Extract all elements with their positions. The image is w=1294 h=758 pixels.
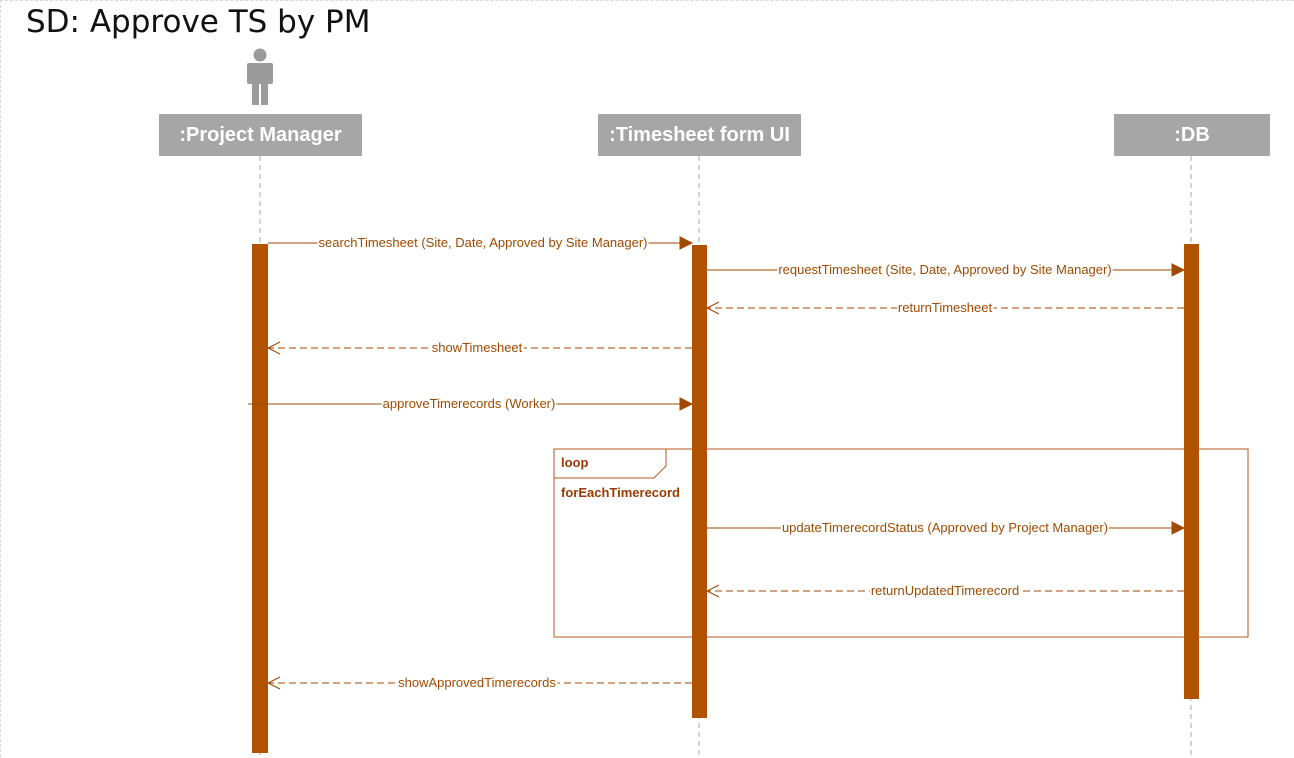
- lifeline-head-project-manager: :Project Manager: [159, 114, 362, 156]
- activation-bar-ui: [692, 245, 707, 718]
- filled-arrowhead: [1171, 521, 1186, 535]
- message-3: returnTimesheet: [705, 300, 1184, 315]
- message-label: returnUpdatedTimerecord: [871, 583, 1019, 598]
- person-icon: [247, 48, 273, 105]
- message-label-bg: [869, 583, 1021, 598]
- message-label-bg: [430, 340, 524, 355]
- loop-guard-label: forEachTimerecord: [561, 485, 680, 500]
- filled-arrowhead: [1171, 263, 1186, 277]
- activation-bar-db: [1184, 244, 1199, 699]
- diagram-title: SD: Approve TS by PM: [26, 4, 371, 40]
- message-label: approveTimerecords (Worker): [383, 396, 556, 411]
- messages-group: searchTimesheet (Site, Date, Approved by…: [248, 235, 1186, 690]
- lifeline-head-timesheet-form-ui: :Timesheet form UI: [598, 114, 801, 156]
- open-arrowhead: [705, 584, 720, 598]
- message-label: searchTimesheet (Site, Date, Approved by…: [318, 235, 647, 250]
- message-1: searchTimesheet (Site, Date, Approved by…: [268, 235, 694, 250]
- message-2: requestTimesheet (Site, Date, Approved b…: [707, 262, 1186, 277]
- open-arrowhead: [266, 341, 281, 355]
- filled-arrowhead: [679, 397, 694, 411]
- open-arrowhead: [705, 301, 720, 315]
- message-5: approveTimerecords (Worker): [248, 396, 694, 411]
- message-label: updateTimerecordStatus (Approved by Proj…: [782, 520, 1108, 535]
- message-7: returnUpdatedTimerecord: [705, 583, 1184, 598]
- message-label: showApprovedTimerecords: [398, 675, 556, 690]
- message-label-bg: [896, 300, 994, 315]
- message-label: returnTimesheet: [898, 300, 993, 315]
- filled-arrowhead: [679, 236, 694, 250]
- loop-fragment: loop forEachTimerecord: [553, 448, 1249, 638]
- lifeline-head-db: :DB: [1114, 114, 1270, 156]
- message-8: showApprovedTimerecords: [266, 675, 692, 690]
- message-label-bg: [381, 396, 557, 411]
- message-6: updateTimerecordStatus (Approved by Proj…: [707, 520, 1186, 535]
- message-label: showTimesheet: [432, 340, 523, 355]
- loop-operator-label: loop: [561, 455, 588, 470]
- message-label: requestTimesheet (Site, Date, Approved b…: [778, 262, 1111, 277]
- message-label-bg: [777, 262, 1113, 277]
- message-label-bg: [317, 235, 649, 250]
- open-arrowhead: [266, 676, 281, 690]
- message-label-bg: [780, 520, 1110, 535]
- activation-bar-pm: [252, 244, 268, 753]
- message-label-bg: [397, 675, 558, 690]
- message-4: showTimesheet: [266, 340, 692, 355]
